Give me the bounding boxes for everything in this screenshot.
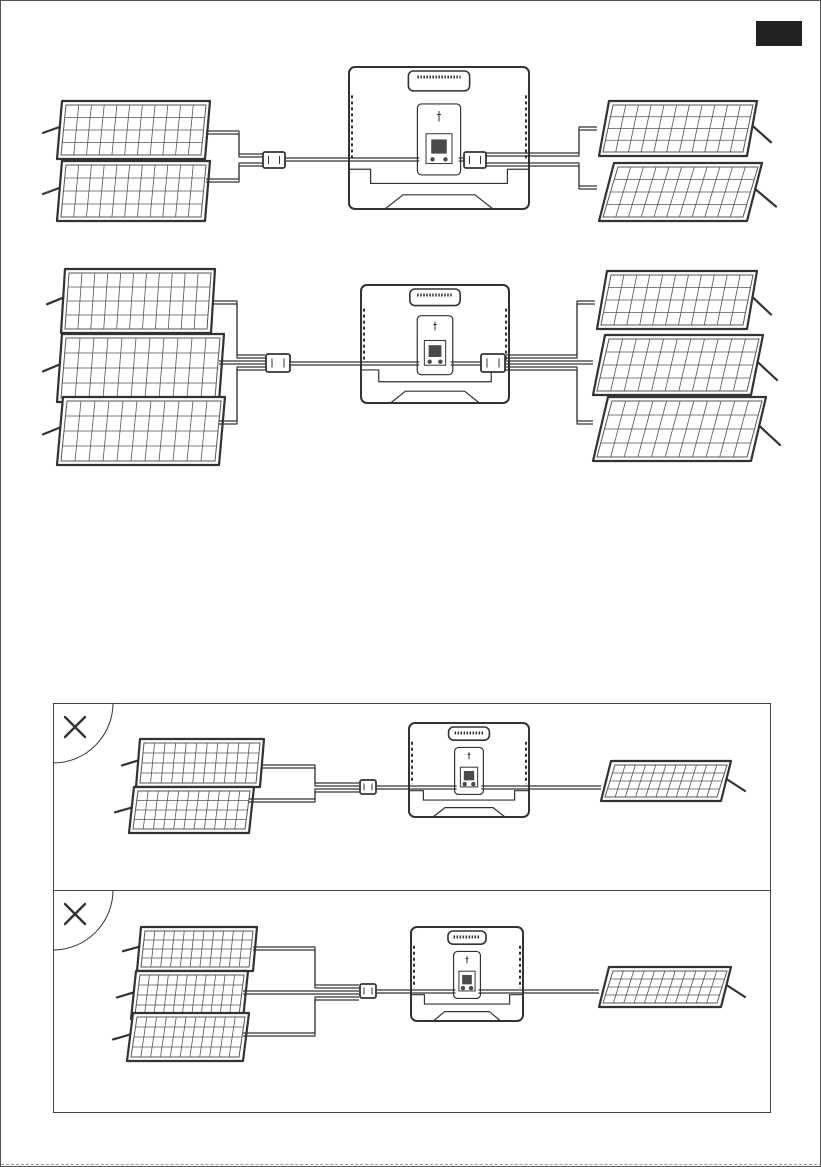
power-station-icon	[409, 723, 529, 817]
page-bottom-edge	[1, 1164, 821, 1165]
panel-cable	[253, 947, 359, 988]
power-station-icon	[361, 285, 509, 403]
diagram-wrong-unequal-two-vs-one	[53, 703, 745, 833]
solar-panel-icon	[43, 101, 210, 159]
panel-cable	[261, 765, 359, 786]
solar-panel-icon	[599, 101, 771, 156]
solar-panel-icon	[593, 335, 777, 395]
solar-panel-icon	[593, 397, 780, 461]
diagram-wrong-unequal-three-vs-one	[53, 890, 745, 1061]
solar-panel-icon	[43, 397, 225, 465]
solar-panel-icon	[123, 927, 257, 971]
power-station-icon	[411, 927, 523, 1021]
parallel-connector-icon	[464, 152, 486, 168]
panel-cable	[249, 789, 359, 802]
panel-cable	[219, 361, 265, 364]
parallel-connector-icon	[360, 780, 376, 794]
solar-panel-icon	[599, 163, 776, 221]
panel-cable	[206, 163, 263, 182]
solar-panel-icon	[117, 971, 248, 1019]
panel-cable	[206, 131, 263, 157]
solar-panel-icon	[597, 271, 771, 329]
diagram-correct-three-panels-per-side	[43, 269, 780, 465]
solar-panel-icon	[113, 1013, 249, 1061]
parallel-connector-icon	[263, 152, 285, 168]
parallel-connector-icon	[266, 354, 290, 372]
solar-panel-icon	[47, 269, 215, 333]
panel-cable	[506, 361, 593, 364]
diagram-correct-two-panels-per-side	[43, 67, 776, 221]
parallel-connector-icon	[481, 354, 505, 372]
panel-cable	[243, 997, 359, 1036]
power-station-icon	[349, 67, 529, 209]
panel-cable	[506, 301, 595, 358]
solar-panel-icon	[43, 334, 224, 402]
panel-cable	[506, 367, 593, 424]
x-mark-icon	[53, 703, 113, 763]
solar-panel-icon	[601, 761, 745, 801]
solar-panel-icon	[115, 787, 254, 833]
panel-cable	[219, 367, 265, 424]
x-mark-icon	[53, 890, 113, 950]
panel-cable	[243, 991, 359, 994]
solar-panel-icon	[122, 739, 264, 787]
parallel-connector-icon	[360, 984, 376, 998]
solar-panel-icon	[43, 161, 210, 221]
solar-panel-icon	[599, 967, 745, 1007]
